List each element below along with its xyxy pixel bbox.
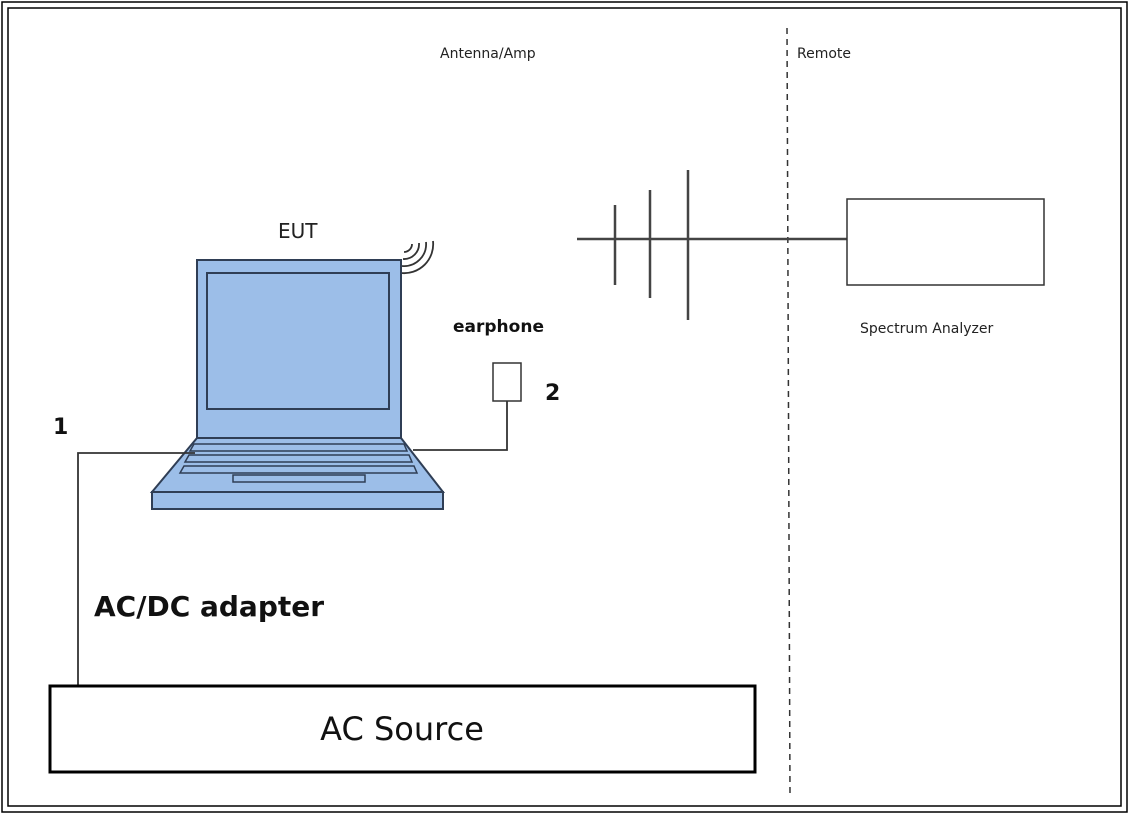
- spectrum-analyzer-label: Spectrum Analyzer: [860, 321, 993, 337]
- ac-source-box: [48, 684, 757, 774]
- port-2-label: 2: [545, 381, 560, 406]
- remote-label: Remote: [797, 46, 851, 62]
- inner-frame: [7, 7, 1122, 807]
- power-cable: [77, 452, 195, 686]
- laptop-screen: [206, 272, 390, 410]
- remote-divider: [786, 27, 791, 796]
- ac-source-label: AC Source: [320, 710, 484, 748]
- laptop-key-rows: [178, 443, 419, 483]
- log-periodic-antenna-icon: [577, 170, 847, 320]
- antenna-amp-label: Antenna/Amp: [440, 46, 536, 62]
- earphone-cable: [413, 401, 508, 451]
- adapter-label: AC/DC adapter: [94, 590, 324, 623]
- wifi-signal-icon: [400, 240, 435, 275]
- port-1-label: 1: [53, 415, 68, 440]
- spectrum-analyzer-box: [846, 198, 1045, 286]
- earphone-label: earphone: [453, 317, 544, 337]
- earphone-icon: [492, 362, 522, 402]
- eut-label: EUT: [278, 219, 318, 243]
- laptop-base: [151, 491, 444, 510]
- laptop-icon: [149, 259, 446, 510]
